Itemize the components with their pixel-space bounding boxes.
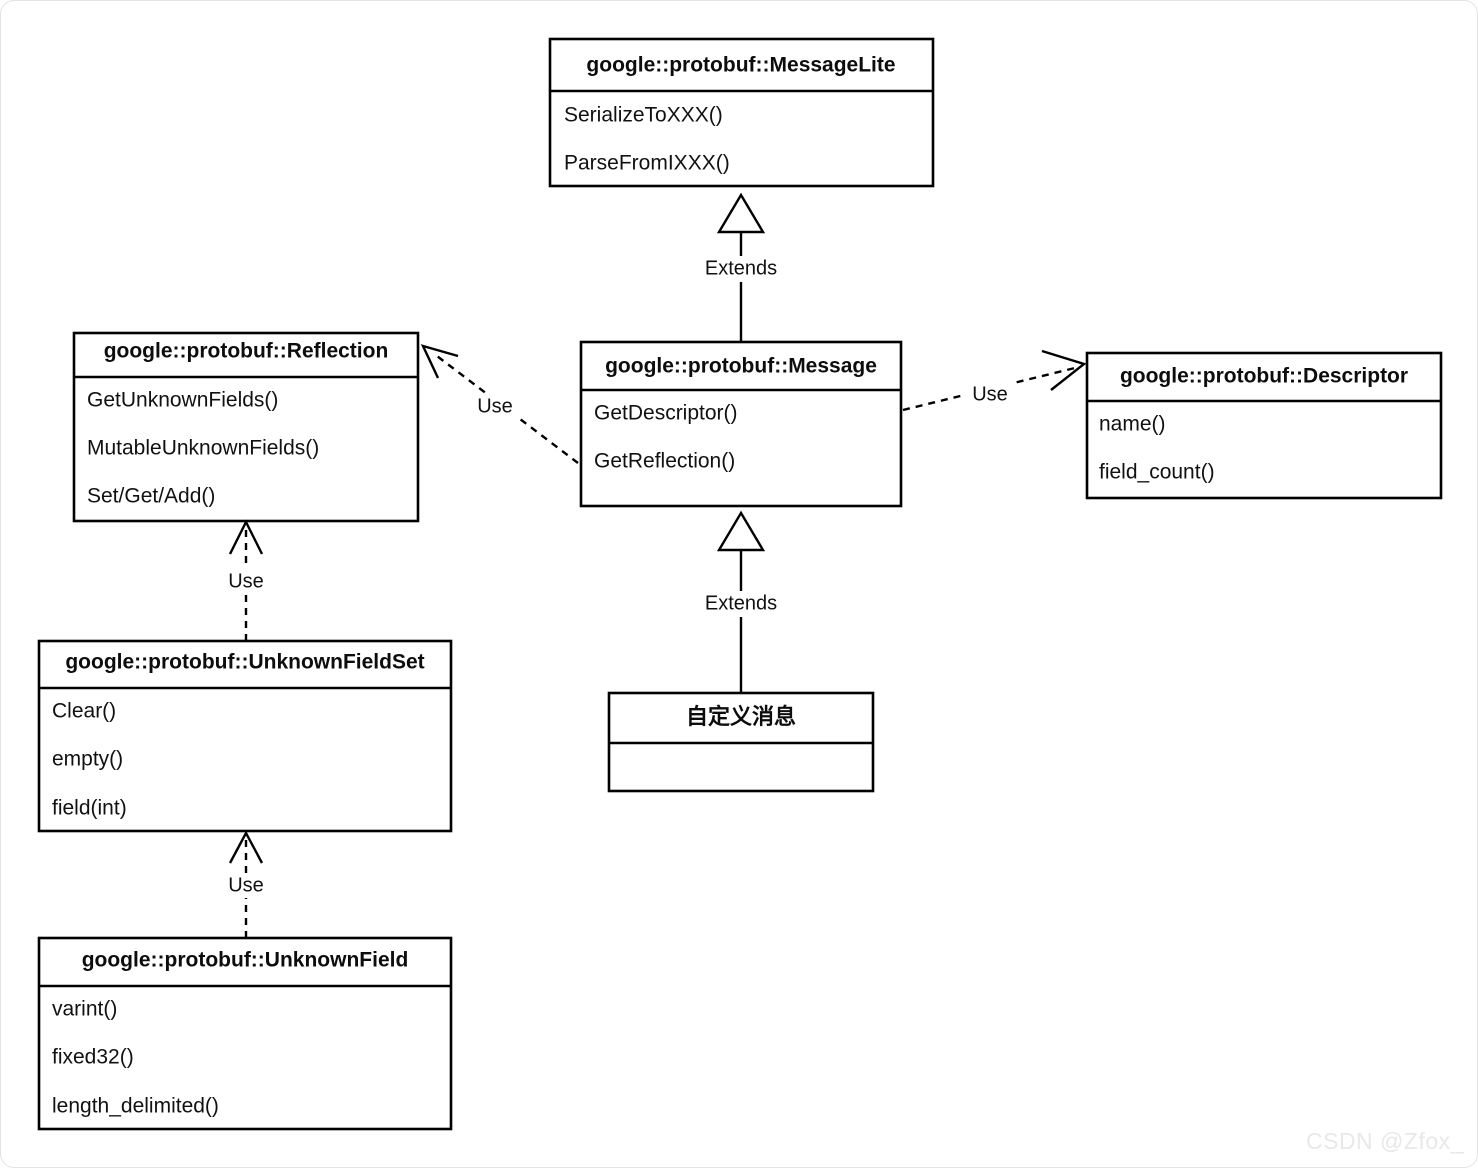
class-box-descriptor[interactable]: google::protobuf::Descriptor name() fiel…	[1085, 351, 1443, 500]
class-member: empty()	[52, 748, 123, 771]
class-member: SerializeToXXX()	[564, 104, 723, 127]
class-member: varint()	[52, 998, 117, 1021]
class-member: fixed32()	[52, 1046, 134, 1069]
relation-label: Use	[972, 383, 1008, 405]
relation-label: Use	[228, 570, 264, 592]
class-member: Set/Get/Add()	[87, 485, 215, 508]
relation-label-backdrop	[698, 591, 784, 617]
relation-custom-message-extends-message[interactable]: Extends	[698, 510, 784, 693]
class-box-outline	[579, 340, 903, 508]
class-member: GetDescriptor()	[594, 402, 738, 425]
dependency-arrowhead-icon	[228, 519, 264, 555]
class-title: google::protobuf::Message	[605, 355, 877, 378]
class-box-outline	[1085, 351, 1443, 500]
relation-message-extends-message-lite[interactable]: Extends	[698, 192, 784, 342]
relation-label-backdrop	[220, 873, 272, 898]
class-box-unknown-field[interactable]: google::protobuf::UnknownField varint() …	[37, 936, 453, 1131]
relation-label-backdrop	[220, 569, 272, 594]
relation-label: Use	[477, 395, 513, 417]
relation-line	[902, 365, 1080, 412]
class-title: google::protobuf::UnknownFieldSet	[65, 651, 424, 674]
class-member: GetUnknownFields()	[87, 389, 278, 412]
relation-message-uses-descriptor[interactable]: Use	[902, 349, 1087, 412]
class-member: Clear()	[52, 700, 116, 723]
inheritance-arrowhead-icon	[716, 510, 766, 552]
class-box-message-lite[interactable]: google::protobuf::MessageLite SerializeT…	[548, 37, 935, 188]
relation-label: Extends	[705, 257, 777, 279]
relation-label-backdrop	[469, 393, 521, 418]
class-member: MutableUnknownFields()	[87, 437, 319, 460]
class-box-reflection[interactable]: google::protobuf::Reflection GetUnknownF…	[72, 331, 420, 523]
class-box-outline	[37, 639, 453, 833]
class-member: ParseFromIXXX()	[564, 152, 730, 175]
class-member: name()	[1099, 413, 1166, 436]
class-member: field(int)	[52, 797, 127, 820]
class-title: google::protobuf::Reflection	[104, 340, 389, 363]
class-member: length_delimited()	[52, 1095, 219, 1118]
relation-label: Use	[228, 874, 264, 896]
relation-label-backdrop	[964, 382, 1016, 407]
class-title: google::protobuf::MessageLite	[586, 54, 895, 77]
dependency-arrowhead-icon	[228, 830, 264, 864]
relation-label: Extends	[705, 592, 777, 614]
class-box-outline	[72, 331, 420, 523]
class-title: google::protobuf::Descriptor	[1120, 365, 1408, 388]
class-box-message[interactable]: google::protobuf::Message GetDescriptor(…	[579, 340, 903, 508]
class-member: GetReflection()	[594, 450, 735, 473]
inheritance-arrowhead-icon	[716, 192, 766, 234]
relation-unknown-field-set-uses-reflection[interactable]: Use	[220, 519, 272, 641]
relation-label-backdrop	[698, 256, 784, 282]
class-box-custom-message[interactable]: 自定义消息	[607, 691, 875, 793]
class-title: google::protobuf::UnknownField	[82, 949, 409, 972]
relation-unknown-field-uses-unknown-field-set[interactable]: Use	[220, 830, 272, 938]
dependency-arrowhead-icon	[1041, 349, 1087, 391]
relation-message-uses-reflection[interactable]: Use	[420, 344, 579, 464]
class-title: 自定义消息	[686, 704, 796, 730]
csdn-watermark: CSDN @Zfox_	[1306, 1128, 1464, 1154]
class-member: field_count()	[1099, 461, 1215, 484]
dependency-arrowhead-icon	[420, 344, 459, 379]
class-box-outline	[548, 37, 935, 188]
class-box-unknown-field-set[interactable]: google::protobuf::UnknownFieldSet Clear(…	[37, 639, 453, 833]
